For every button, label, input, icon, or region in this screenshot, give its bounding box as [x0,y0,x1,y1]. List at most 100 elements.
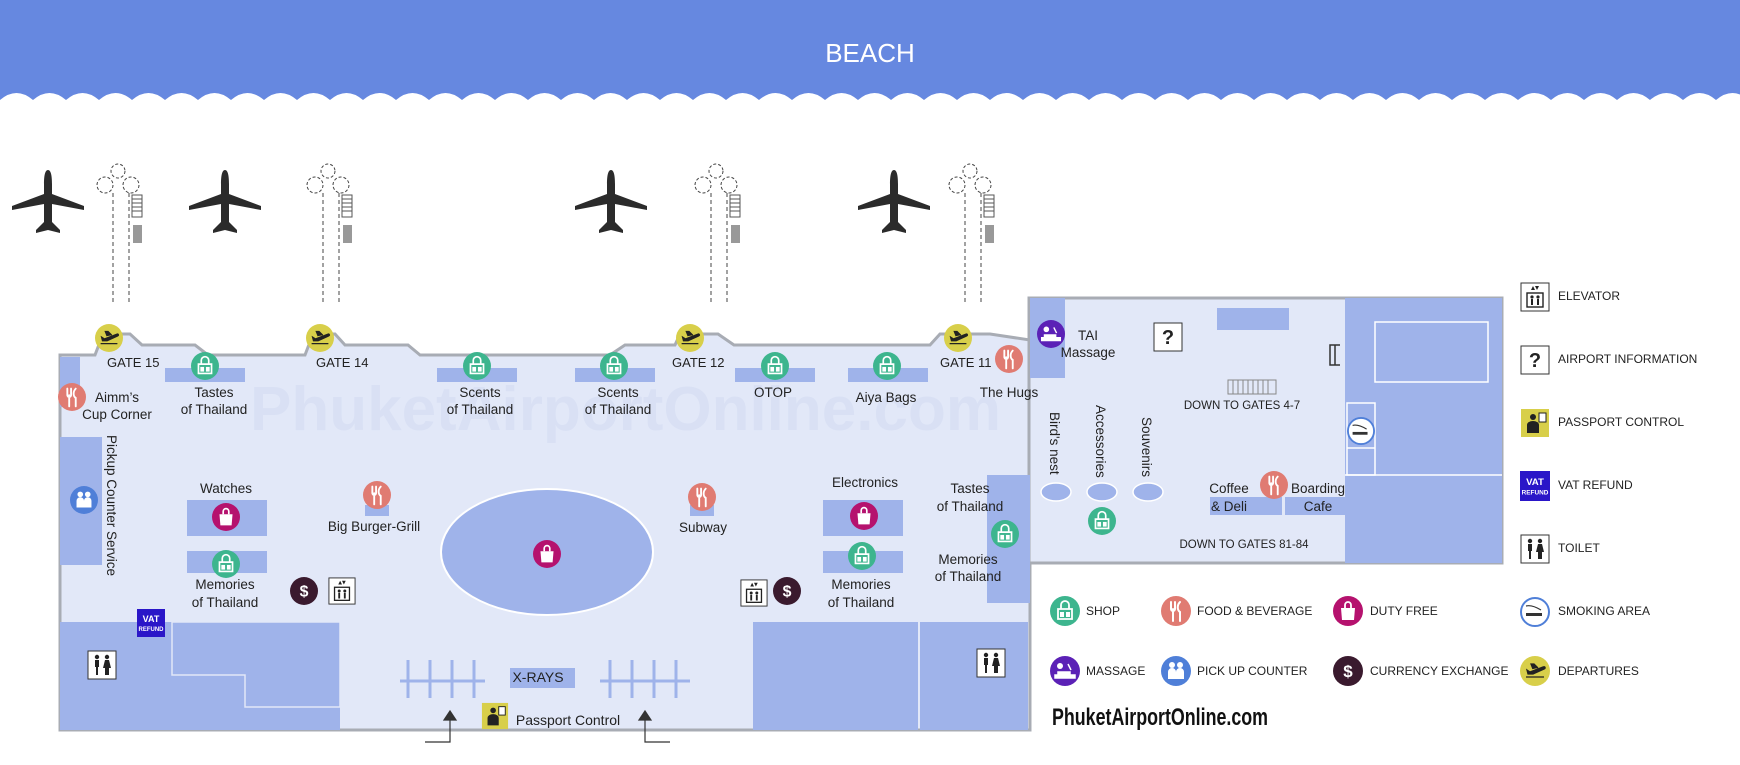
shop-icon [761,352,789,380]
tastes-label-1[interactable]: Tastes [950,481,989,496]
shop-icon [463,352,491,380]
watches-label[interactable]: Watches [200,481,252,496]
shop-icon [212,550,240,578]
watermark: PhuketAirportOnline.com [250,375,1001,444]
electronics-label[interactable]: Electronics [832,475,898,490]
scents-label-2[interactable]: of Thailand [447,402,514,417]
jet-bridge-icon [306,163,353,303]
food-icon [688,483,716,511]
otop-label[interactable]: OTOP [754,385,792,400]
scents-label-1[interactable]: Scents [459,385,501,400]
elevator-icon [740,579,768,607]
tastes-label-2[interactable]: of Thailand [937,499,1004,514]
tastes-label-2[interactable]: of Thailand [181,402,248,417]
smoking-area-icon [1347,417,1375,445]
airport-information-icon [1520,345,1550,375]
coffee-label-2[interactable]: & Deli [1211,499,1247,514]
scents-label-2[interactable]: of Thailand [585,402,652,417]
duty-free-icon [533,540,561,568]
gate-11-label[interactable]: GATE 11 [940,355,992,370]
smoking-area-icon [1520,597,1550,627]
food-icon [995,345,1023,373]
memories-label-2[interactable]: of Thailand [935,569,1002,584]
vat-refund-icon [1520,471,1550,501]
shop-icon [1050,596,1080,626]
shop-icon [991,520,1019,548]
currency-exchange-icon [1333,656,1363,686]
legend-pickup: PICK UP COUNTER [1197,664,1308,678]
passport-control-icon [481,702,509,730]
plane-icon [189,170,261,233]
memories-label-1[interactable]: Memories [195,577,255,592]
shop-icon [873,352,901,380]
gate-15-label[interactable]: GATE 15 [107,355,160,370]
pickup-service-label[interactable]: Pickup Counter Service [104,435,119,576]
toilet-icon [87,650,117,680]
legend-duty-free: DUTY FREE [1370,604,1438,618]
coffee-label-1[interactable]: Coffee [1209,481,1249,496]
legend-airport-information: AIRPORT INFORMATION [1558,352,1697,366]
massage-icon [1050,656,1080,686]
jet-bridge-icon [96,163,143,303]
souvenirs-label[interactable]: Souvenirs [1139,417,1154,477]
tai-label-1[interactable]: TAI [1078,328,1098,343]
subway-label[interactable]: Subway [679,520,727,535]
down-gates-4-7-label[interactable]: DOWN TO GATES 4-7 [1184,400,1300,412]
tastes-label-1[interactable]: Tastes [194,385,233,400]
legend-right: ELEVATOR AIRPORT INFORMATION PASSPORT CO… [1520,282,1697,686]
legend-passport-control: PASSPORT CONTROL [1558,415,1684,429]
kiosk-ovals [1040,482,1164,502]
boarding-label-2[interactable]: Cafe [1304,499,1333,514]
down-gates-81-84-label[interactable]: DOWN TO GATES 81-84 [1179,539,1309,551]
the-hugs-label[interactable]: The Hugs [980,385,1039,400]
scents-label-1[interactable]: Scents [597,385,639,400]
vat-refund-icon [137,609,165,637]
departures-icon [95,324,123,352]
aimms-label-2[interactable]: Cup Corner [82,407,152,422]
food-icon [363,481,391,509]
east-wing-outlines [1345,321,1502,476]
departures-icon [944,324,972,352]
memories-label-1[interactable]: Memories [938,552,998,567]
aiya-bags-label[interactable]: Aiya Bags [856,390,917,405]
entry-arrows [425,709,670,743]
legend-bottom: SHOP FOOD & BEVERAGE DUTY FREE MASSAGE P… [1050,596,1508,686]
tai-label-2[interactable]: Massage [1061,345,1116,360]
birds-nest-label[interactable]: Bird's nest [1047,412,1062,475]
wave-edge [0,93,1740,104]
memories-label-2[interactable]: of Thailand [828,595,895,610]
accessories-label[interactable]: Accessories [1093,405,1108,478]
airport-information-icon[interactable] [1153,322,1183,352]
boarding-label-1[interactable]: Boarding [1291,481,1345,496]
departures-icon [676,324,704,352]
legend-food: FOOD & BEVERAGE [1197,604,1312,618]
big-burger-label[interactable]: Big Burger-Grill [328,519,420,534]
xrays-label: X-RAYS [512,669,563,685]
legend-currency: CURRENCY EXCHANGE [1370,664,1508,678]
passport-control-label[interactable]: Passport Control [516,712,620,728]
aimms-label-1[interactable]: Aimm’s [95,390,139,405]
plane-icon [575,170,647,233]
shop-icon [848,542,876,570]
gate-12-label[interactable]: GATE 12 [672,355,725,370]
jet-bridge-icon [948,163,995,303]
shop-icon [1088,507,1116,535]
shop-icon [191,352,219,380]
legend-vat-refund: VAT REFUND [1558,478,1633,492]
legend-elevator: ELEVATOR [1558,289,1620,303]
departures-icon [306,324,334,352]
legend-toilet: TOILET [1558,541,1600,555]
escalator-treads [1232,380,1269,394]
memories-label-2[interactable]: of Thailand [192,595,259,610]
duty-free-icon [212,503,240,531]
beach-band [0,0,1740,104]
brand-footer[interactable]: PhuketAirportOnline.com [1052,704,1268,731]
elevator-icon [1520,282,1550,312]
pickup-counter-icon [70,486,98,514]
legend-massage: MASSAGE [1086,664,1145,678]
gate-14-label[interactable]: GATE 14 [316,355,369,370]
currency-exchange-icon [290,577,318,605]
passport-control-icon [1520,408,1550,438]
massage-icon [1037,320,1065,348]
memories-label-1[interactable]: Memories [831,577,891,592]
